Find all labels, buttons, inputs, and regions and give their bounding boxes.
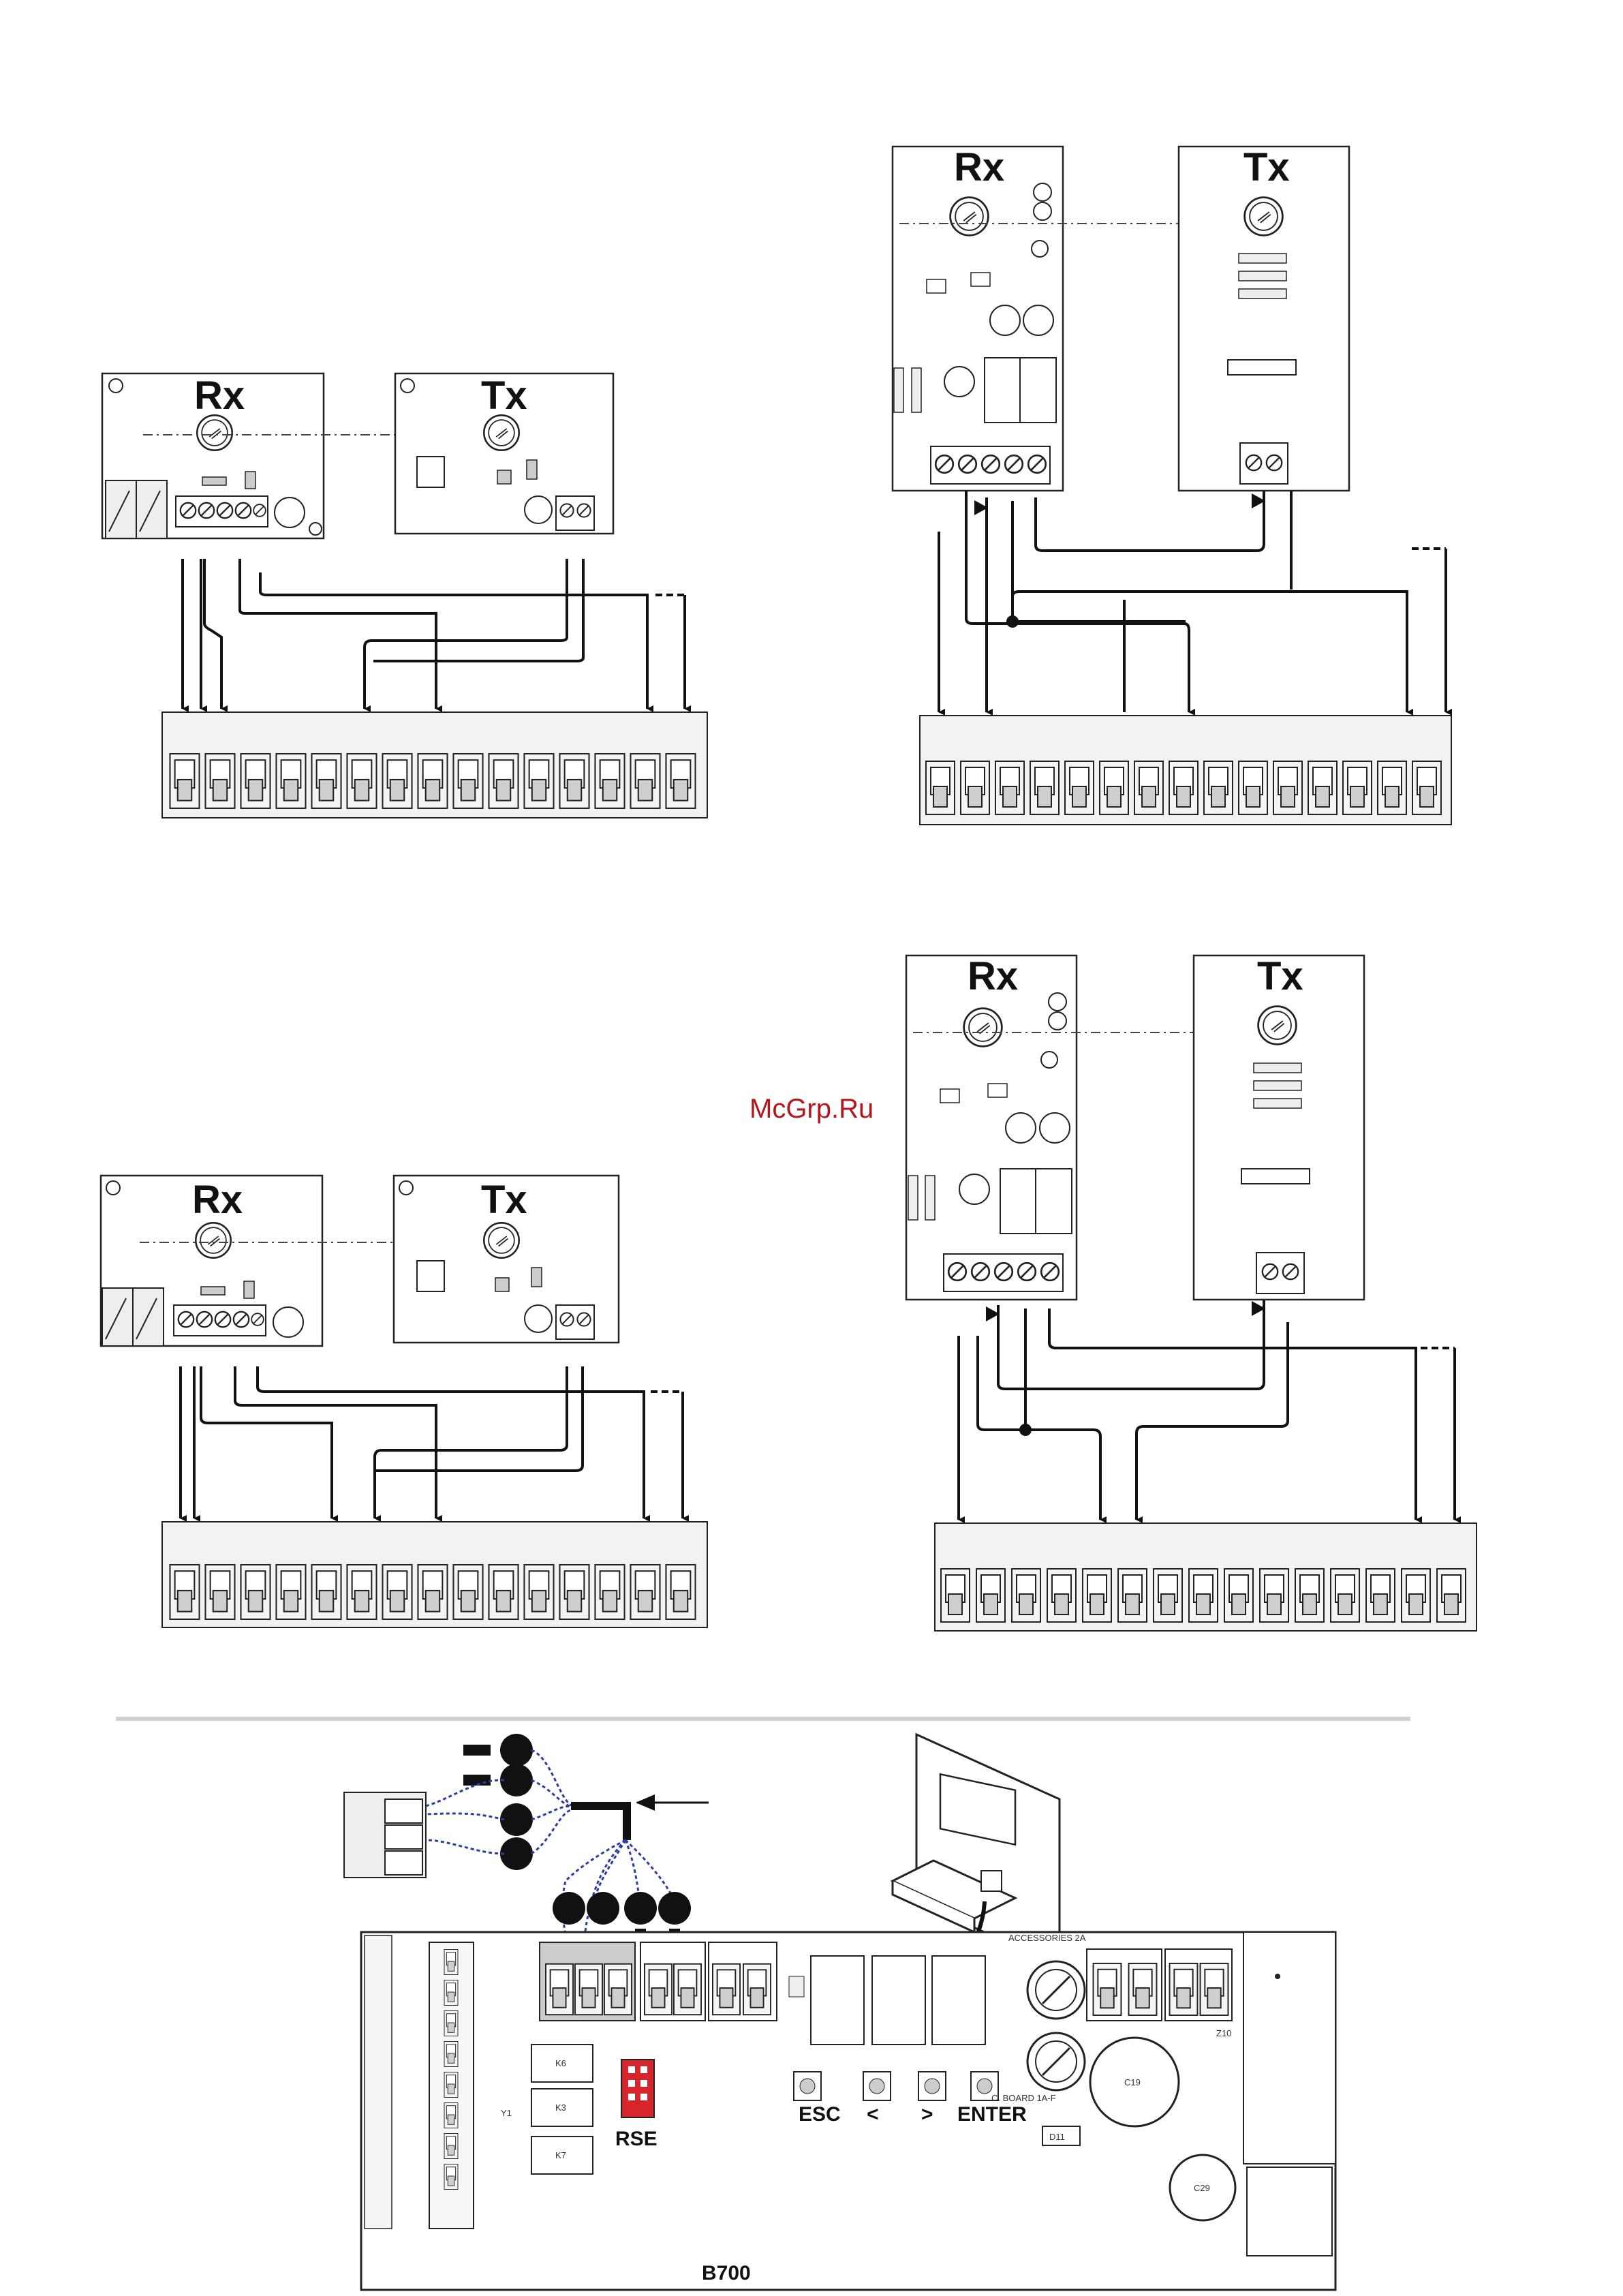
- k3-label: K3: [555, 2102, 566, 2113]
- rx-lens-icon: [950, 198, 989, 236]
- model-label: B700: [702, 2262, 751, 2284]
- k6-label: K6: [555, 2058, 566, 2068]
- enter-label: ENTER: [957, 2103, 1027, 2126]
- tx-label: Tx: [481, 1178, 527, 1222]
- rx-board: [893, 147, 1063, 491]
- connector-detail: [344, 1734, 709, 1959]
- c29-label: C29: [1194, 2183, 1210, 2193]
- watermark: McGrp.Ru: [749, 1094, 874, 1124]
- d11-label: D11: [1049, 2132, 1065, 2142]
- tx-label: Tx: [1243, 145, 1290, 189]
- y1-label: Y1: [501, 2108, 512, 2118]
- accessories-label: ACCESSORIES 2A: [1008, 1933, 1086, 1943]
- diagram-top-right: Rx Tx: [893, 145, 1451, 825]
- terminal-row: [941, 1569, 1466, 1622]
- diagram-mid-right: Rx Tx: [906, 954, 1477, 1631]
- terminal-row: [170, 754, 695, 808]
- esc-label: ESC: [799, 2103, 841, 2126]
- wires: [183, 559, 685, 709]
- wires: [939, 491, 1446, 712]
- right-label: >: [921, 2103, 933, 2126]
- rx-lens-icon: [196, 1223, 230, 1257]
- control-board: K6 K3 K7 Y1 RSE ESC < > ENTER B700 ACCES…: [361, 1932, 1335, 2290]
- tx-label: Tx: [481, 373, 527, 418]
- diagram-top-left: Rx Tx: [102, 373, 707, 818]
- diagram-mid-left: Rx Tx: [101, 1176, 707, 1627]
- terminal-row: [170, 1565, 695, 1619]
- wires: [181, 1366, 683, 1518]
- wires: [959, 1300, 1455, 1520]
- tx-lens-icon: [1258, 1007, 1297, 1045]
- rx-label: Rx: [968, 954, 1018, 998]
- board-label: C. BOARD 1A-F: [991, 2093, 1056, 2103]
- k7-label: K7: [555, 2150, 566, 2160]
- rx-lens-icon: [197, 415, 232, 450]
- tx-lens-icon: [1245, 198, 1283, 236]
- rx-lens-icon: [964, 1009, 1002, 1047]
- rse-label: RSE: [615, 2128, 658, 2150]
- rse-connector[interactable]: [621, 2060, 654, 2117]
- terminal-row: [926, 761, 1441, 814]
- c19-label: C19: [1124, 2077, 1141, 2087]
- tx-lens-icon: [484, 1223, 519, 1257]
- rx-label: Rx: [954, 145, 1004, 189]
- tx-label: Tx: [1257, 954, 1303, 998]
- rx-label: Rx: [194, 373, 245, 418]
- z10-label: Z10: [1216, 2028, 1231, 2038]
- left-label: <: [867, 2103, 879, 2126]
- rx-label: Rx: [192, 1178, 243, 1222]
- tx-lens-icon: [484, 415, 519, 450]
